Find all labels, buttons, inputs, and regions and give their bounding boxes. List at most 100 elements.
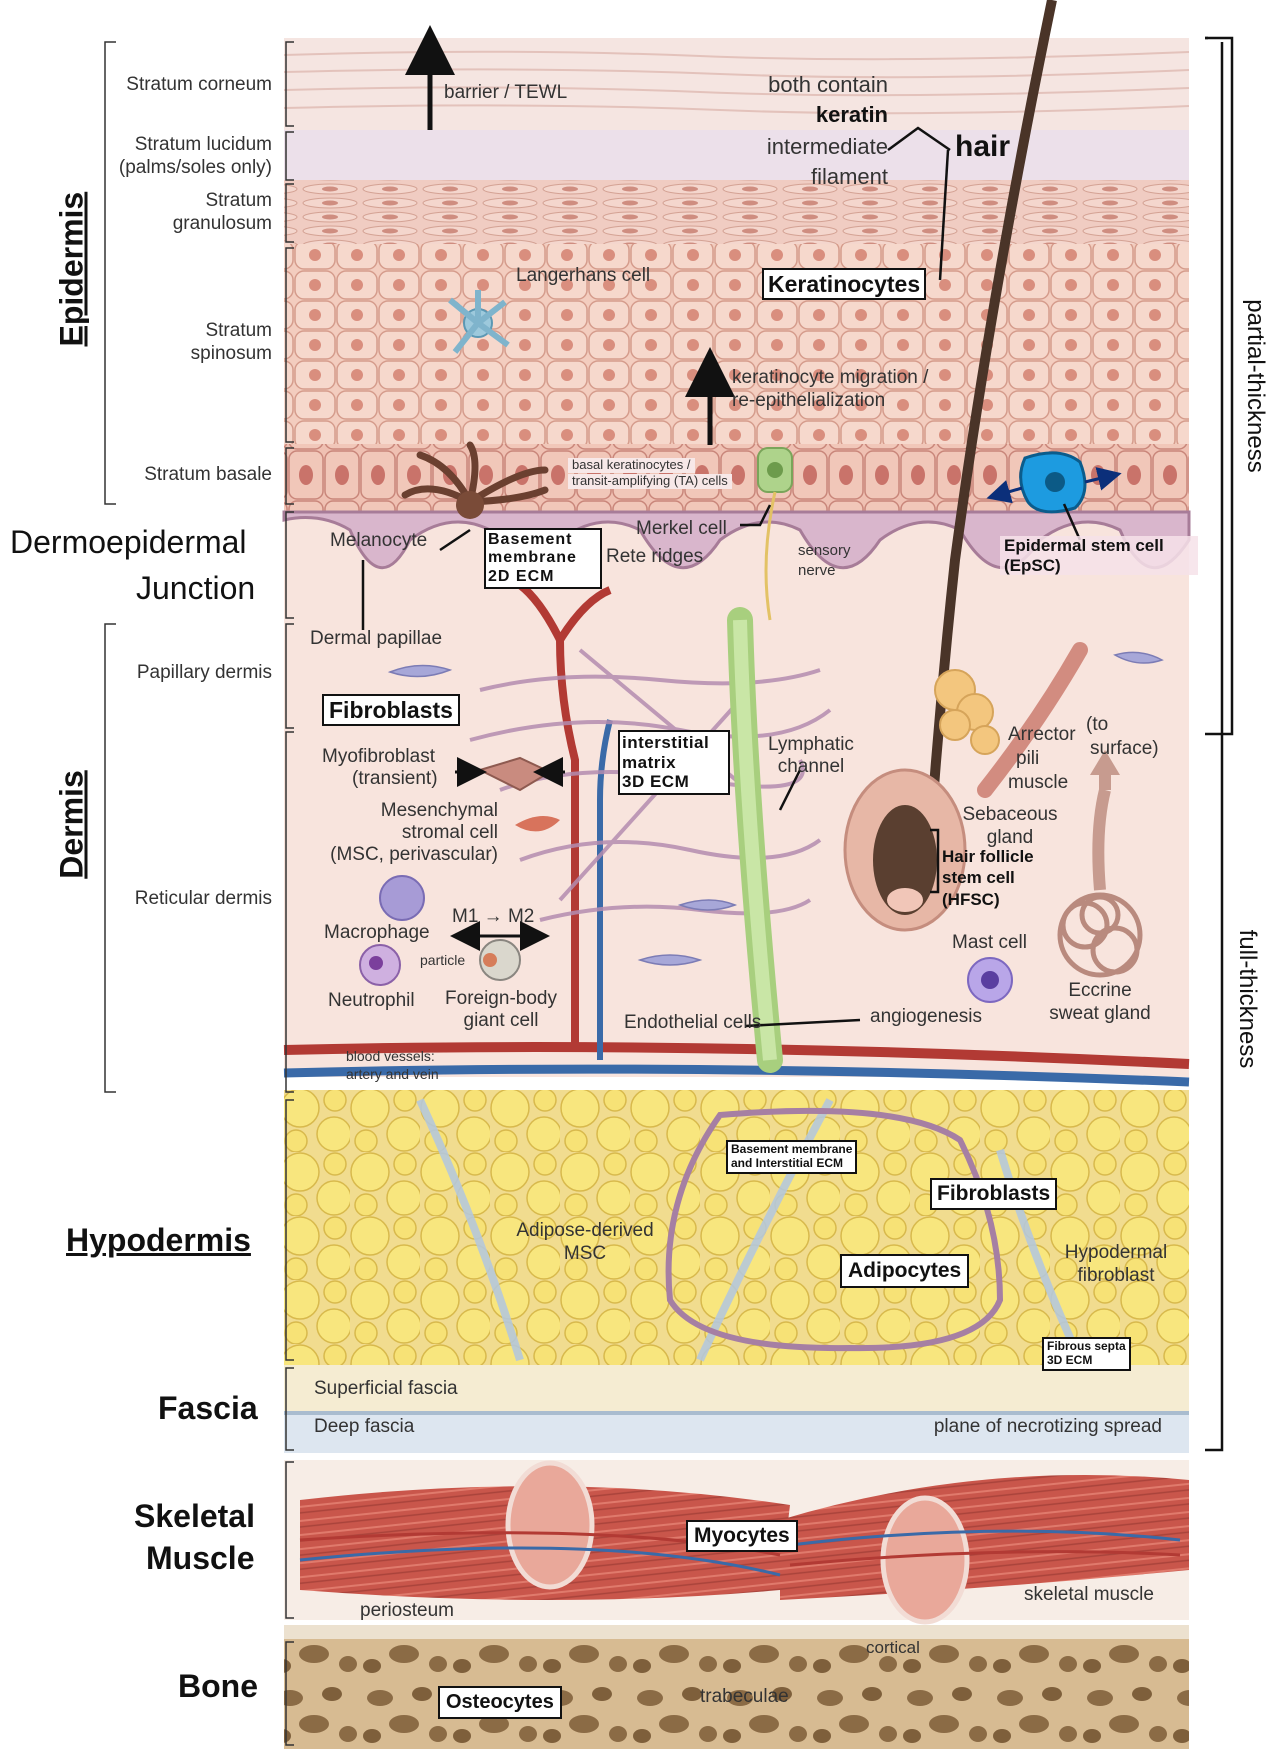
hair-shaft xyxy=(925,0,1057,841)
epsc-label: Epidermal stem cell (EpSC) xyxy=(1000,536,1198,576)
stratum-lucidum-band xyxy=(284,130,1189,180)
fibrous-septa-box: Fibrous septa 3D ECM xyxy=(1042,1337,1131,1371)
mast-cell-label: Mast cell xyxy=(952,932,1027,953)
arrector-label-3: muscle xyxy=(1008,772,1069,793)
hair-label: hair xyxy=(955,130,1011,163)
necrotizing-plane-label: plane of necrotizing spread xyxy=(933,1416,1162,1437)
bm-line-2: membrane xyxy=(488,549,577,567)
vessels-label-1: blood vessels: xyxy=(346,1048,435,1064)
msc-label-3: (MSC, perivascular) xyxy=(330,844,498,865)
trabeculae-label: trabeculae xyxy=(700,1686,789,1707)
adipose-msc-label-2: MSC xyxy=(563,1243,607,1264)
interstitial-matrix-box: interstitial matrix 3D ECM xyxy=(618,730,730,795)
stratum-spinosum-band xyxy=(284,244,1189,444)
deep-fascia-band xyxy=(284,1413,1189,1453)
langerhans-cell xyxy=(448,290,510,354)
sublayer-corneum: Stratum corneum xyxy=(126,74,272,95)
deep-fascia-label: Deep fascia xyxy=(314,1416,415,1437)
dermal-fibroblasts xyxy=(387,651,1164,966)
stratum-granulosum-band xyxy=(284,180,1189,244)
layer-label-hypodermis: Hypodermis xyxy=(66,1222,251,1258)
angiogenesis-label: angiogenesis xyxy=(870,1006,982,1027)
lymphatic-label-2: channel xyxy=(777,756,845,777)
arrector-label-1: Arrector xyxy=(1008,724,1076,745)
layer-label-muscle-1: Skeletal xyxy=(134,1498,255,1534)
sweat-duct xyxy=(1092,788,1111,891)
arrector-pili-muscle xyxy=(977,642,1088,798)
melanocyte-label: Melanocyte xyxy=(330,530,428,551)
sublayer-lucidum-2: (palms/soles only) xyxy=(118,157,272,178)
bmie-line-2: and Interstitial ECM xyxy=(731,1155,844,1170)
im-line-2: matrix xyxy=(622,752,677,772)
osteocytes-box: Osteocytes xyxy=(438,1686,562,1719)
sebaceous-gland xyxy=(934,669,1000,755)
hfsc-line-1: Hair follicle xyxy=(942,847,1034,866)
bm-line-1: Basement xyxy=(488,531,573,548)
layer-label-dej-2: Junction xyxy=(136,570,256,606)
layer-label-muscle-2: Muscle xyxy=(146,1540,255,1576)
vessels-label-2: artery and vein xyxy=(346,1066,439,1082)
muscle-cross-section-2 xyxy=(880,1495,970,1625)
myofibroblast-label-2: (transient) xyxy=(352,768,438,789)
lymphatic-label-1: Lymphatic xyxy=(768,734,854,755)
hypodermal-fibroblast-label-2: fibroblast xyxy=(1077,1265,1155,1286)
fibrous-septa xyxy=(416,1098,1084,1362)
langerhans-label: Langerhans cell xyxy=(516,265,651,286)
cortical-label: cortical xyxy=(866,1638,920,1657)
fbgc-label-1: Foreign-body xyxy=(445,988,557,1009)
migration-label-1: keratinocyte migration / xyxy=(732,367,929,388)
septa-line-1: Fibrous septa xyxy=(1047,1339,1126,1353)
macrophage-cell xyxy=(379,875,425,921)
neutrophil-label: Neutrophil xyxy=(328,990,415,1011)
particle-label: particle xyxy=(420,952,466,968)
sublayer-granulosum-2: granulosum xyxy=(172,213,272,234)
basal-label-2: transit-amplifying (TA) cells xyxy=(568,473,732,489)
msc-label-1: Mesenchymal xyxy=(380,800,498,821)
sensory-label-1: sensory xyxy=(798,542,851,559)
layer-label-bone: Bone xyxy=(178,1668,258,1704)
sebaceous-label-2: gland xyxy=(986,827,1034,848)
sublayer-spinosum-2: spinosum xyxy=(190,343,272,364)
periosteum-label: periosteum xyxy=(360,1600,454,1621)
sublayer-lucidum-1: Stratum lucidum xyxy=(134,134,272,155)
bone-band xyxy=(284,1639,1189,1749)
bm-ie-box: Basement membrane and Interstitial ECM xyxy=(726,1140,858,1174)
sublayer-granulosum-1: Stratum xyxy=(205,190,272,211)
eccrine-label-2: sweat gland xyxy=(1049,1003,1151,1024)
fbgc-label-2: giant cell xyxy=(463,1010,539,1031)
hypodermal-fibroblast-label-1: Hypodermal xyxy=(1064,1242,1168,1263)
foreign-body-cell xyxy=(479,939,521,981)
fibroblasts-box-dermis: Fibroblasts xyxy=(322,694,460,727)
sublayer-basale: Stratum basale xyxy=(144,464,272,485)
endothelial-label: Endothelial cells xyxy=(624,1012,762,1033)
sensory-label-2: nerve xyxy=(798,562,836,579)
periosteum-band xyxy=(284,1625,1189,1639)
surface-label-2: surface) xyxy=(1090,738,1159,759)
macrophage-label: Macrophage xyxy=(324,922,430,943)
superficial-fascia-label: Superficial fascia xyxy=(314,1378,458,1399)
sublayer-papillary: Papillary dermis xyxy=(136,662,272,683)
thickness-brackets xyxy=(1205,36,1234,1452)
msc-label-2: stromal cell xyxy=(401,822,498,843)
adipocytes-box: Adipocytes xyxy=(840,1254,970,1289)
hfsc-line-2: stem cell xyxy=(942,868,1015,888)
adipose-ecm-lobule xyxy=(665,1107,1004,1352)
rete-label: Rete ridges xyxy=(606,546,704,567)
skeletal-muscle-label: skeletal muscle xyxy=(1024,1584,1154,1605)
msc-cell xyxy=(515,816,560,832)
full-thickness-label: full-thickness xyxy=(1234,929,1261,1069)
dermal-papillae-label: Dermal papillae xyxy=(310,628,443,649)
layer-brackets xyxy=(104,41,294,1746)
merkel-label: Merkel cell xyxy=(636,518,727,539)
hfsc-label: Hair follicle stem cell (HFSC) xyxy=(942,846,1034,910)
vein-vertical xyxy=(597,719,613,1060)
arrector-label-2: pili xyxy=(1016,748,1040,769)
bmie-line-1: Basement membrane xyxy=(731,1142,853,1156)
sublayer-reticular: Reticular dermis xyxy=(134,888,272,909)
im-line-1: interstitial xyxy=(622,733,710,752)
keratin-label-3: intermediate xyxy=(766,134,888,159)
surface-label-1: (to xyxy=(1086,714,1109,735)
layer-label-fascia: Fascia xyxy=(158,1390,258,1426)
bm-line-3: 2D ECM xyxy=(488,567,555,585)
